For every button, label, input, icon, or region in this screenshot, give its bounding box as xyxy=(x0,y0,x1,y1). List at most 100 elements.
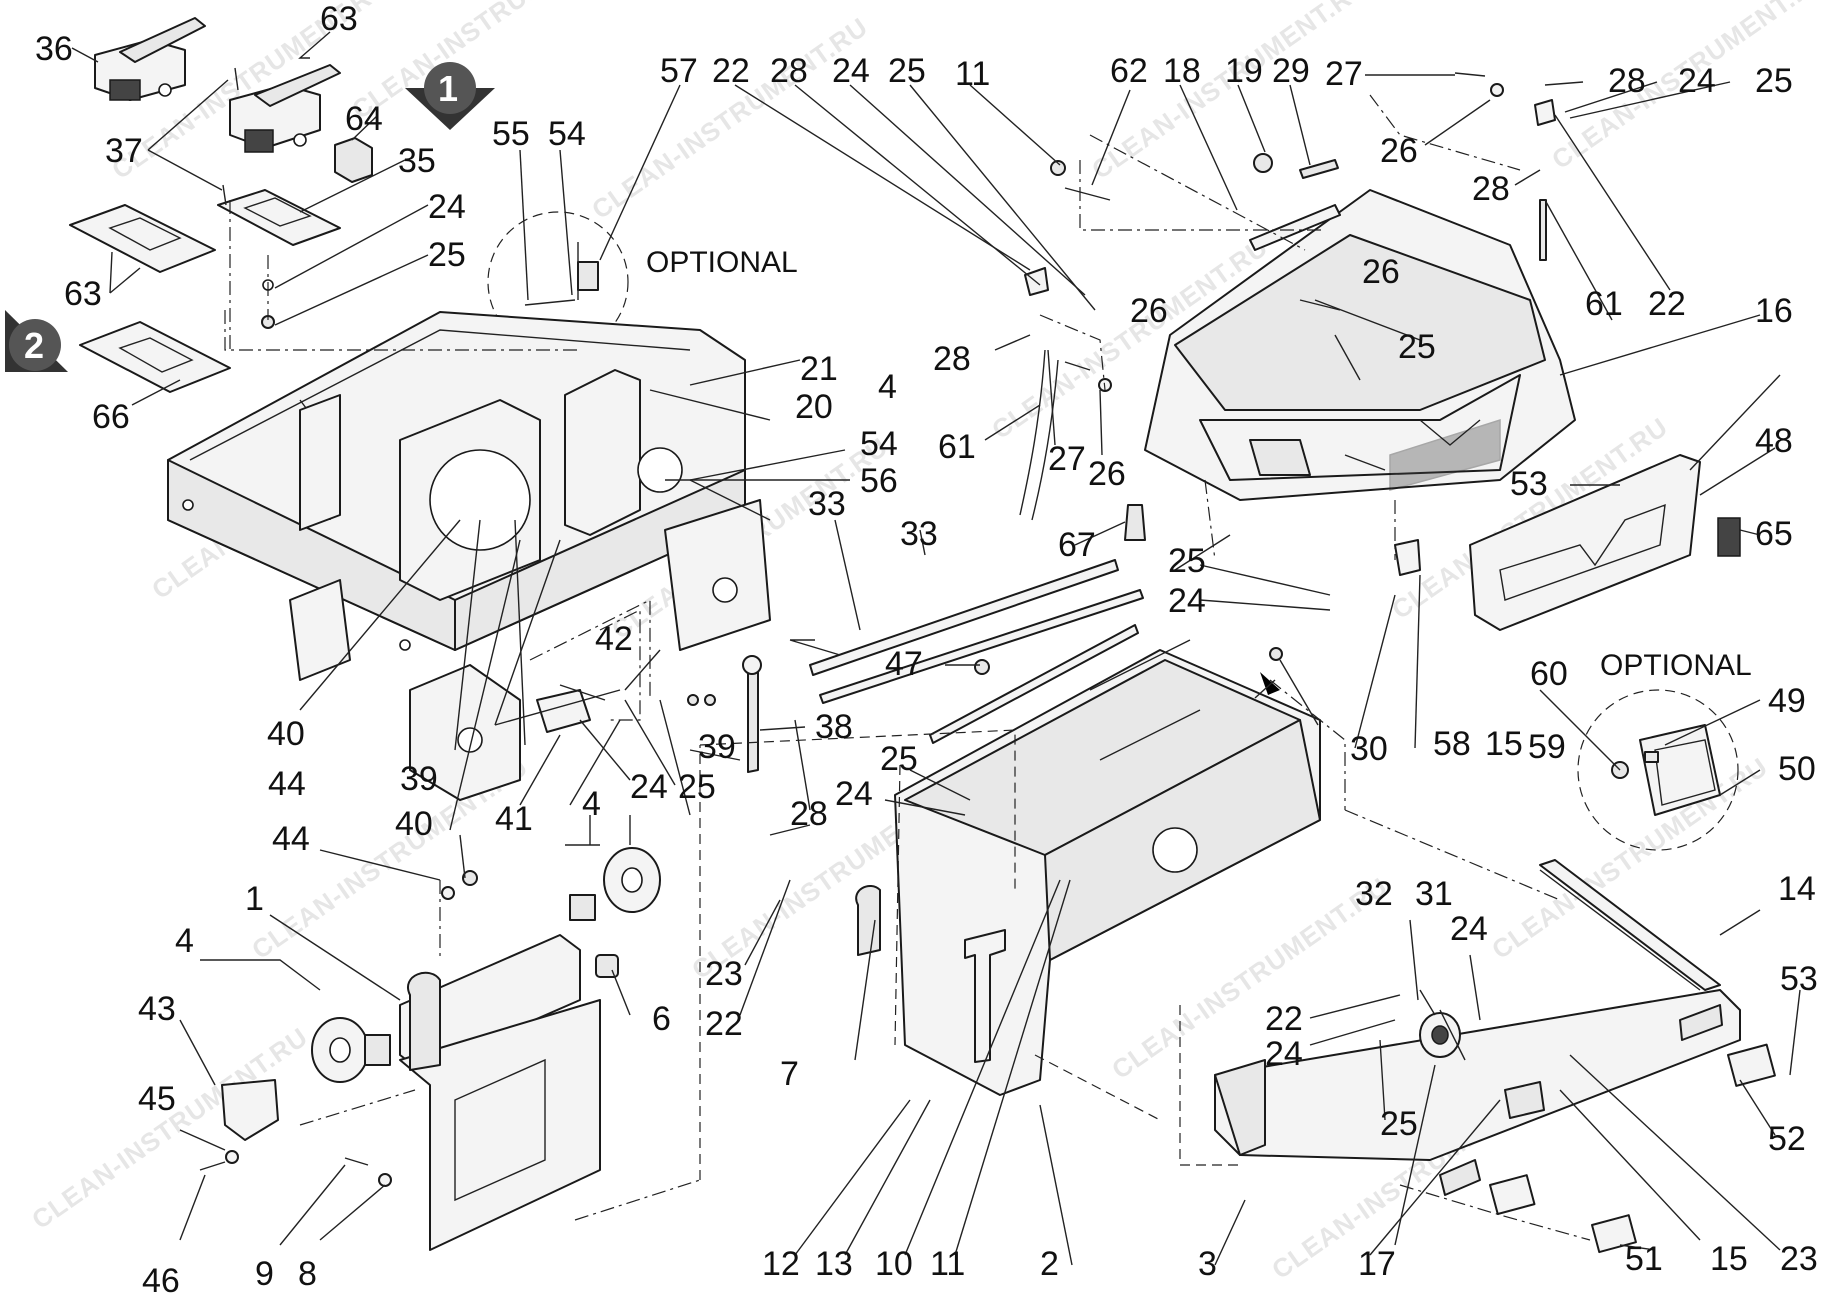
label-55: 55 xyxy=(492,115,530,153)
label-45: 45 xyxy=(138,1080,176,1118)
label-41: 41 xyxy=(495,800,533,838)
label-54: 54 xyxy=(860,425,898,463)
rod-61 xyxy=(1539,199,1547,261)
label-20: 20 xyxy=(795,388,833,426)
label-27: 27 xyxy=(1048,440,1086,478)
label-25: 25 xyxy=(1755,62,1793,100)
callout-1-label: 1 xyxy=(438,68,458,109)
label-27: 27 xyxy=(1325,55,1363,93)
washer-39 xyxy=(704,694,716,706)
label-67: 67 xyxy=(1058,526,1096,564)
rod-61 xyxy=(1031,359,1059,521)
label-60: 60 xyxy=(1530,655,1568,693)
bracket-22 xyxy=(1534,99,1556,126)
pedal-assembly-36 xyxy=(94,17,206,101)
label-15: 15 xyxy=(1485,725,1523,763)
callout-1: 1 xyxy=(405,62,495,130)
nut-40 xyxy=(462,870,478,886)
plate-51 xyxy=(1489,1174,1536,1215)
label-28: 28 xyxy=(770,52,808,90)
label-52: 52 xyxy=(1768,1120,1806,1158)
leader-lines xyxy=(71,31,1801,1266)
label-15: 15 xyxy=(1710,1240,1748,1278)
hinge-15 xyxy=(1394,539,1421,576)
label-23: 23 xyxy=(705,955,743,993)
plate-66 xyxy=(79,321,231,393)
bolt-46 xyxy=(199,1161,226,1171)
label-25: 25 xyxy=(1398,328,1436,366)
hopper-2 xyxy=(855,639,1321,1096)
label-39: 39 xyxy=(400,760,438,798)
knob-19 xyxy=(1253,153,1273,173)
label-29: 29 xyxy=(1272,52,1310,90)
label-63: 63 xyxy=(64,275,102,313)
pedal-assembly-63 xyxy=(229,64,341,153)
plug-47 xyxy=(974,659,990,675)
label-61: 61 xyxy=(938,428,976,466)
label-62: 62 xyxy=(1110,52,1148,90)
nut-11 xyxy=(1050,160,1066,176)
label-11: 11 xyxy=(955,55,990,93)
plate-51 xyxy=(1590,1214,1637,1254)
label-26: 26 xyxy=(1380,132,1418,170)
motor-mount-1 xyxy=(399,934,601,1251)
label-61: 61 xyxy=(1585,285,1623,323)
label-40: 40 xyxy=(267,715,305,753)
label-33: 33 xyxy=(808,485,846,523)
label-50: 50 xyxy=(1778,750,1816,788)
wheel-hub-4a xyxy=(311,1017,391,1083)
optional-detail-circle-lower xyxy=(1577,689,1739,851)
label-24: 24 xyxy=(630,768,668,806)
assembly-lines xyxy=(224,94,1591,1241)
label-24: 24 xyxy=(1678,62,1716,100)
label-25: 25 xyxy=(1380,1105,1418,1143)
label-1: 1 xyxy=(245,880,264,918)
label-53: 53 xyxy=(1780,960,1818,998)
label-28: 28 xyxy=(1608,62,1646,100)
watermark: CLEAN-INSTRUMENT.RU xyxy=(346,0,633,125)
label-39: 39 xyxy=(698,728,736,766)
bolt-9 xyxy=(344,1157,369,1166)
label-26: 26 xyxy=(1130,292,1168,330)
bolt-62 xyxy=(1064,187,1111,201)
horn-31 xyxy=(1419,989,1461,1058)
label-25: 25 xyxy=(678,768,716,806)
label-25: 25 xyxy=(888,52,926,90)
label-49: 49 xyxy=(1768,682,1806,720)
hinge-15 xyxy=(1504,1081,1545,1119)
label-57: 57 xyxy=(660,52,698,90)
washer-45 xyxy=(225,1150,239,1164)
label-2: 2 xyxy=(1040,1245,1059,1283)
label-9: 9 xyxy=(255,1255,274,1293)
callout-2: 2 xyxy=(5,310,68,372)
cap-30 xyxy=(1269,647,1283,661)
rear-frame-3 xyxy=(1214,859,1741,1196)
hood-16 xyxy=(1144,189,1576,501)
label-35: 35 xyxy=(398,142,436,180)
label-21: 21 xyxy=(800,350,838,388)
label-22: 22 xyxy=(712,52,750,90)
label-66: 66 xyxy=(92,398,130,436)
label-43: 43 xyxy=(138,990,176,1028)
optional-label-upper: OPTIONAL xyxy=(646,246,798,279)
bumper-67 xyxy=(1124,504,1146,541)
label-64: 64 xyxy=(345,100,383,138)
washer-39 xyxy=(687,694,699,706)
label-37: 37 xyxy=(105,132,143,170)
label-47: 47 xyxy=(885,645,923,683)
label-4: 4 xyxy=(582,785,601,823)
label-11: 11 xyxy=(930,1245,965,1283)
label-59: 59 xyxy=(1528,728,1566,766)
strip-29 xyxy=(1299,159,1339,179)
label-22: 22 xyxy=(705,1005,743,1043)
washer-26 xyxy=(1490,83,1504,97)
label-58: 58 xyxy=(1433,725,1471,763)
label-38: 38 xyxy=(815,708,853,746)
label-24: 24 xyxy=(835,775,873,813)
label-19: 19 xyxy=(1225,52,1263,90)
label-25: 25 xyxy=(880,740,918,778)
label-14: 14 xyxy=(1778,870,1816,908)
label-30: 30 xyxy=(1350,730,1388,768)
label-32: 32 xyxy=(1355,875,1393,913)
